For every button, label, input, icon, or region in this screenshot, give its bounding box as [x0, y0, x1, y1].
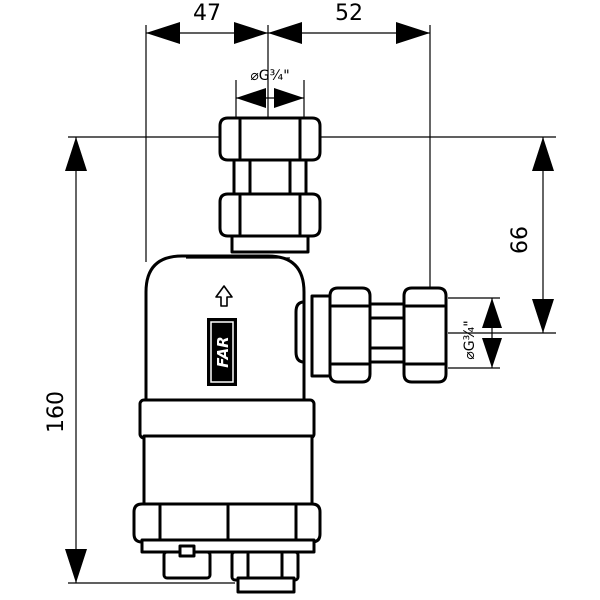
dimension-52	[268, 22, 430, 44]
arrow-up-icon	[482, 298, 502, 328]
arrow-down-icon	[532, 299, 554, 333]
thread-label-side: ⌀G¾"	[462, 320, 478, 359]
thread-dimension-side	[482, 298, 502, 368]
flow-arrow-icon	[215, 285, 233, 307]
top-union-fitting	[218, 116, 322, 254]
arrow-left-icon	[268, 22, 302, 44]
side-union-fitting	[294, 286, 448, 384]
bottom-drain-valve	[162, 544, 300, 594]
dimension-66	[532, 137, 554, 333]
arrow-up-icon	[532, 137, 554, 171]
thread-label-top: ⌀G¾"	[250, 68, 289, 84]
dimension-label-52: 52	[335, 1, 363, 26]
brand-logo-text: FAR	[214, 336, 232, 367]
dimension-label-66: 66	[508, 226, 533, 254]
dimension-label-47: 47	[193, 1, 221, 26]
brand-logo: FAR	[207, 318, 237, 386]
dimension-160	[65, 137, 87, 583]
separator-body	[132, 254, 322, 554]
arrow-right-icon	[234, 22, 268, 44]
thread-dimension-top	[236, 88, 304, 108]
arrow-down-icon	[482, 338, 502, 368]
arrow-up-icon	[65, 137, 87, 171]
extension-lines	[68, 25, 556, 584]
dimension-47	[146, 22, 268, 44]
arrow-right-icon	[396, 22, 430, 44]
arrow-right-icon	[274, 88, 304, 108]
arrow-left-icon	[146, 22, 180, 44]
arrow-left-icon	[236, 88, 266, 108]
dimension-label-160: 160	[44, 391, 69, 433]
arrow-down-icon	[65, 549, 87, 583]
